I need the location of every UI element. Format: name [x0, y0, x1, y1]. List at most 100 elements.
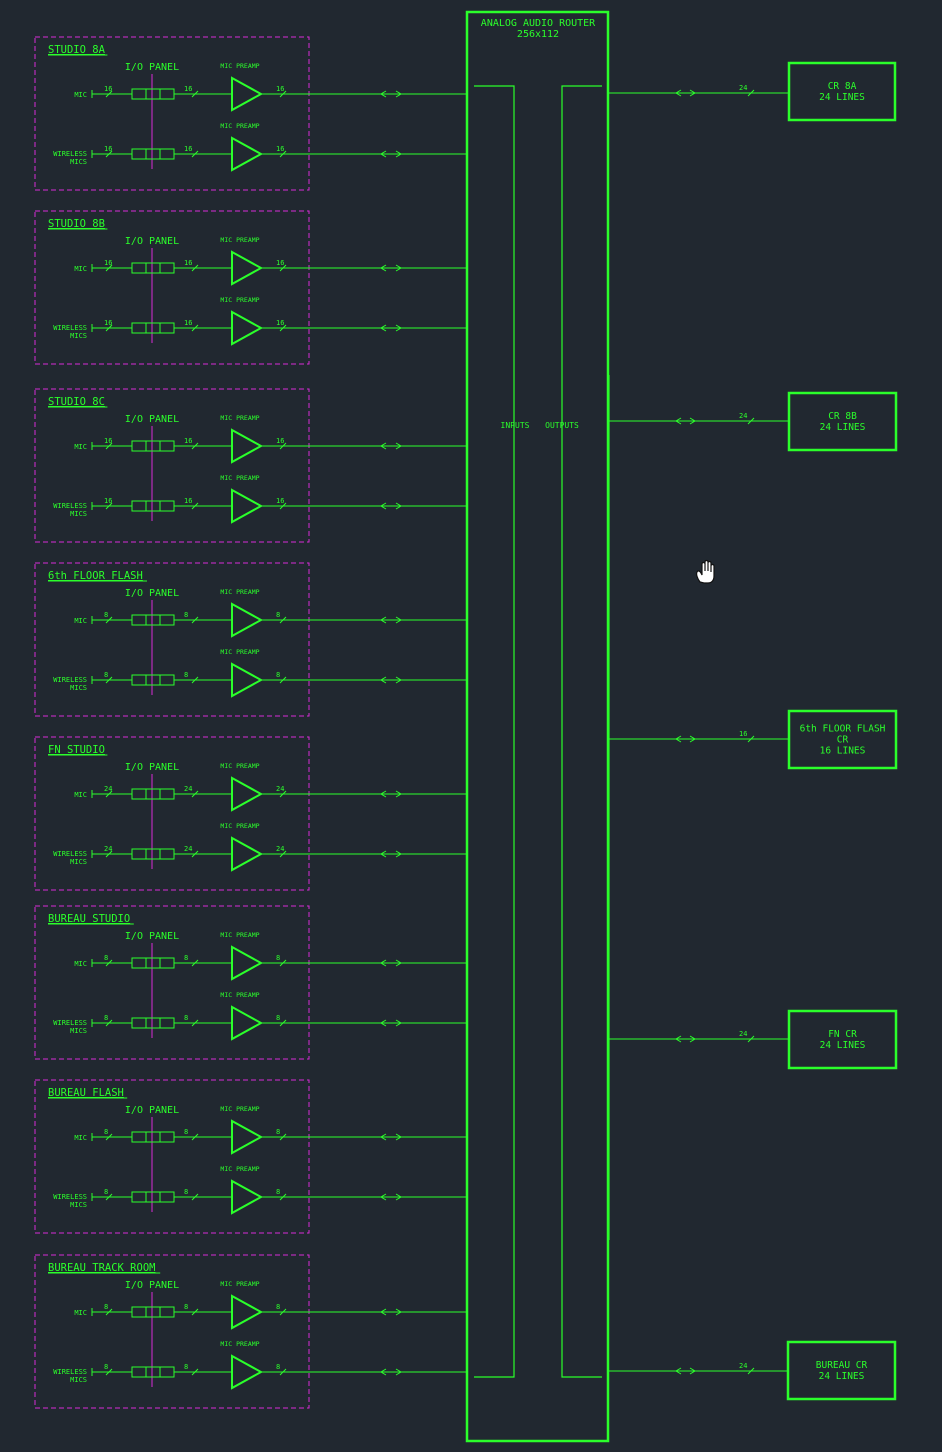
preamp-triangle-icon	[231, 602, 264, 638]
io-connector	[131, 262, 147, 274]
bundle-slash	[191, 442, 199, 450]
bundle-slash	[191, 790, 199, 798]
chevron-left-icon	[380, 850, 387, 858]
io-connector	[159, 148, 175, 160]
chevron-right-icon	[395, 150, 402, 158]
preamp-triangle-icon	[231, 836, 264, 872]
channel-count: 8	[276, 671, 280, 679]
wireless-label-2: MICS	[70, 332, 87, 340]
chevron-left-icon	[380, 90, 387, 98]
io-connector	[131, 848, 147, 860]
mic-preamp-label: MIC PREAMP	[220, 1280, 259, 1288]
bundle-slash	[105, 790, 113, 798]
io-connector	[131, 1191, 147, 1203]
preamp-triangle-icon	[231, 1354, 264, 1390]
io-connector	[159, 1191, 175, 1203]
studio-border	[34, 562, 310, 717]
bundle-slash	[279, 616, 287, 624]
chevron-left-icon	[380, 324, 387, 332]
router-title: ANALOG AUDIO ROUTER	[481, 18, 596, 29]
chevron-left-icon	[380, 150, 387, 158]
io-connector	[145, 1017, 161, 1029]
studio-name: STUDIO 8B	[48, 218, 105, 230]
control-room-label: CR 8B	[828, 411, 857, 422]
chevron-left-icon	[380, 676, 387, 684]
bundle-slash	[105, 850, 113, 858]
bundle-slash	[105, 264, 113, 272]
bundle-slash	[747, 735, 755, 743]
bundle-slash	[105, 1368, 113, 1376]
bundle-slash	[279, 790, 287, 798]
channel-count: 8	[104, 954, 108, 962]
mic-preamp-label: MIC PREAMP	[220, 296, 259, 304]
channel-count: 16	[276, 437, 284, 445]
wireless-label: WIRELESS	[53, 324, 87, 332]
control-room-label: 6th FLOOR FLASH	[800, 724, 886, 735]
preamp-triangle-icon	[231, 1179, 264, 1215]
io-panel-label: I/O PANEL	[125, 236, 179, 247]
inputs-bus	[474, 85, 515, 1378]
chevron-right-icon	[689, 1367, 696, 1375]
io-connector	[145, 788, 161, 800]
chevron-right-icon	[689, 417, 696, 425]
channel-count: 8	[276, 1014, 280, 1022]
channel-count: 8	[104, 1128, 108, 1136]
channel-count: 16	[184, 145, 192, 153]
io-connector	[159, 1131, 175, 1143]
io-connector	[159, 788, 175, 800]
bundle-slash	[191, 324, 199, 332]
io-connector	[159, 500, 175, 512]
bundle-slash	[279, 264, 287, 272]
studio-border	[34, 1079, 310, 1234]
control-room-label: 24 LINES	[820, 1040, 866, 1051]
mic-label: MIC	[74, 1309, 87, 1317]
studio-border	[34, 905, 310, 1060]
io-panel-label: I/O PANEL	[125, 1280, 179, 1291]
line-count: 24	[739, 1362, 747, 1370]
chevron-left-icon	[380, 616, 387, 624]
channel-count: 16	[276, 497, 284, 505]
bundle-slash	[191, 1308, 199, 1316]
chevron-right-icon	[395, 1019, 402, 1027]
mic-preamp-label: MIC PREAMP	[220, 822, 259, 830]
io-connector	[145, 88, 161, 100]
preamp-triangle-icon	[231, 136, 264, 172]
chevron-left-icon	[675, 1035, 682, 1043]
io-connector	[145, 148, 161, 160]
studio-border	[34, 210, 310, 365]
io-panel-label: I/O PANEL	[125, 414, 179, 425]
bundle-slash	[747, 1367, 755, 1375]
chevron-right-icon	[395, 616, 402, 624]
mic-label: MIC	[74, 617, 87, 625]
chevron-right-icon	[689, 735, 696, 743]
io-panel-label: I/O PANEL	[125, 1105, 179, 1116]
line-count: 24	[739, 84, 747, 92]
mic-preamp-label: MIC PREAMP	[220, 474, 259, 482]
chevron-right-icon	[395, 1308, 402, 1316]
control-room-label: CR 8A	[828, 81, 857, 92]
io-connector	[159, 614, 175, 626]
channel-count: 8	[276, 1128, 280, 1136]
mic-preamp-label: MIC PREAMP	[220, 588, 259, 596]
io-connector	[159, 957, 175, 969]
io-connector	[159, 440, 175, 452]
preamp-triangle-icon	[231, 76, 264, 112]
channel-count: 8	[276, 611, 280, 619]
channel-count: 8	[104, 671, 108, 679]
bundle-slash	[105, 502, 113, 510]
io-connector	[145, 674, 161, 686]
studio-border	[34, 36, 310, 191]
io-panel-label: I/O PANEL	[125, 931, 179, 942]
bundle-slash	[191, 676, 199, 684]
channel-count: 24	[184, 785, 192, 793]
chevron-right-icon	[395, 502, 402, 510]
io-connector	[131, 1017, 147, 1029]
bundle-slash	[191, 616, 199, 624]
bundle-slash	[747, 89, 755, 97]
channel-count: 8	[276, 1363, 280, 1371]
channel-count: 16	[184, 85, 192, 93]
io-connector	[145, 614, 161, 626]
